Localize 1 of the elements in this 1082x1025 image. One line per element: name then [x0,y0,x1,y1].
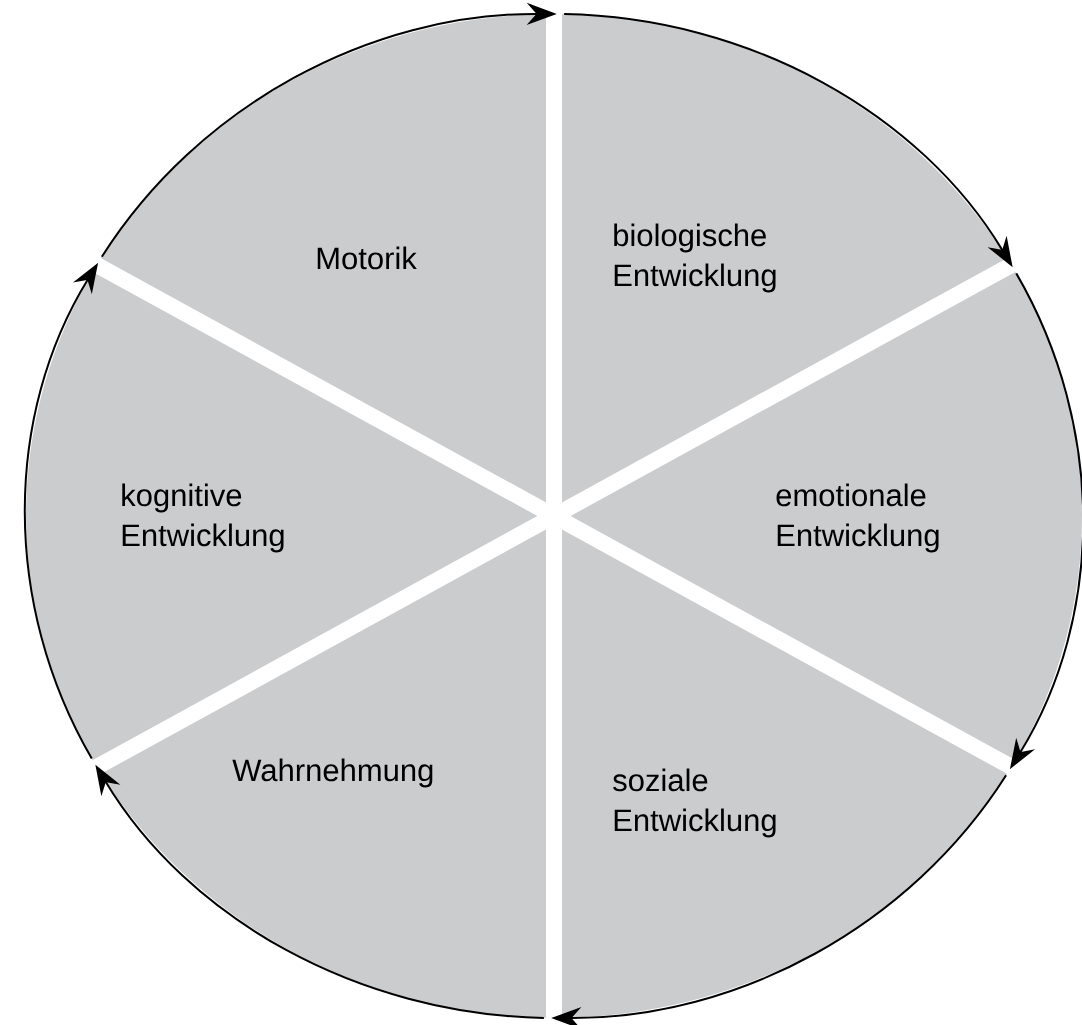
node-label: soziale Entwicklung [613,768,776,838]
